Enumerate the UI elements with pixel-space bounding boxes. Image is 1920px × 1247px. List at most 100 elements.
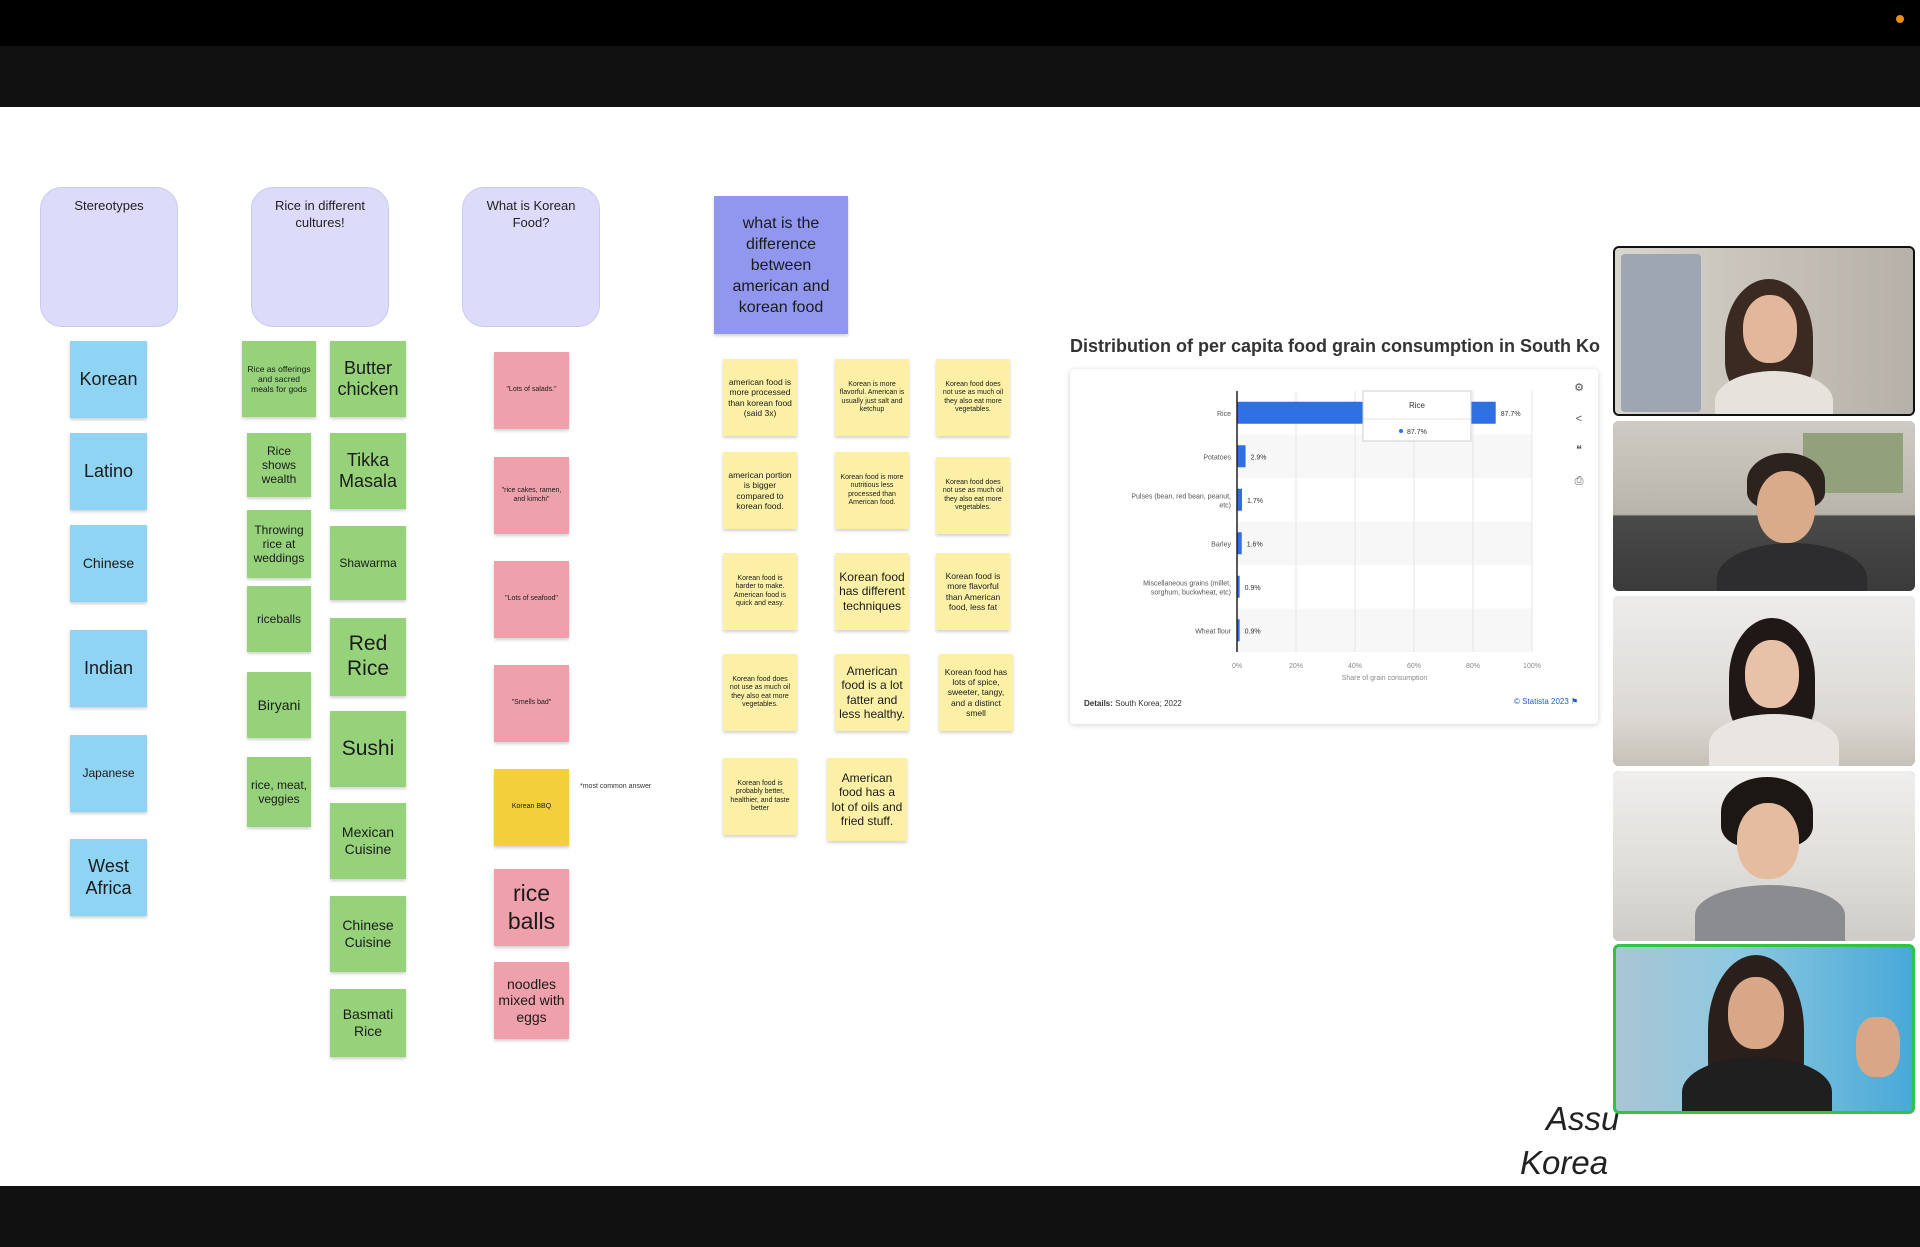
data-label: 1.6% <box>1247 541 1263 548</box>
sticky-note[interactable]: Korean food does not use as much oil the… <box>936 457 1010 534</box>
tooltip-value: 87.7% <box>1407 429 1427 436</box>
sticky-note[interactable]: Korean food does not use as much oil the… <box>936 359 1010 436</box>
chart-card: 0%20%40%60%80%100%Share of grain consump… <box>1070 369 1598 724</box>
sticky-note[interactable]: "Smells bad" <box>494 665 569 742</box>
category-label: Barley <box>1211 541 1231 548</box>
quote-icon[interactable]: ❝ <box>1576 444 1582 456</box>
sticky-note[interactable]: Chinese Cuisine <box>330 896 406 972</box>
category-label: Miscellaneous grains (millet, <box>1143 580 1231 587</box>
sticky-note[interactable]: Rice shows wealth <box>247 433 311 497</box>
sticky-note[interactable]: Korean food is more flavorful than Ameri… <box>936 553 1010 630</box>
details-value: South Korea; 2022 <box>1115 699 1182 708</box>
sticky-note[interactable]: Korean BBQ <box>494 769 569 846</box>
print-icon[interactable]: ⎙ <box>1574 475 1584 487</box>
participant-video-tile-active[interactable] <box>1613 944 1915 1114</box>
source-text: © Statista 2023 <box>1514 697 1569 706</box>
share-icon[interactable]: < <box>1575 413 1583 425</box>
toolbar-strip <box>0 46 1920 107</box>
x-tick-label: 20% <box>1289 663 1303 670</box>
sticky-note[interactable]: rice, meat, veggies <box>247 757 311 827</box>
x-tick-label: 100% <box>1523 663 1541 670</box>
data-label: 87.7% <box>1501 411 1521 418</box>
sticky-note[interactable]: Japanese <box>70 735 147 812</box>
sticky-note[interactable]: american food is more processed than kor… <box>723 359 797 436</box>
bar <box>1237 445 1246 468</box>
bottom-bar <box>0 1186 1920 1247</box>
x-axis-label: Share of grain consumption <box>1342 675 1428 682</box>
bar <box>1237 619 1240 642</box>
sticky-note[interactable]: American food has a lot of oils and frie… <box>827 758 907 841</box>
sticky-note[interactable]: riceballs <box>247 586 311 652</box>
top-bar <box>0 0 1920 46</box>
participant-video-tile[interactable] <box>1613 771 1915 941</box>
tooltip-marker <box>1399 429 1403 433</box>
frame-stereotypes[interactable]: Stereotypes <box>40 187 178 327</box>
sticky-note[interactable]: West Africa <box>70 839 147 916</box>
sticky-note[interactable]: Basmati Rice <box>330 989 406 1057</box>
participant-video-tile[interactable] <box>1613 596 1915 766</box>
slide-text-line: Assu <box>1546 1100 1620 1137</box>
sticky-note[interactable]: Throwing rice at weddings <box>247 510 311 578</box>
chart-source-link[interactable]: © Statista 2023 ⚑ <box>1514 697 1579 706</box>
data-label: 1.7% <box>1247 498 1263 505</box>
sticky-note[interactable]: American food is a lot fatter and less h… <box>835 654 909 731</box>
sticky-note[interactable]: Korean is more flavorful. American is us… <box>835 359 909 436</box>
data-label: 0.9% <box>1245 585 1261 592</box>
sticky-note[interactable]: "Lots of salads." <box>494 352 569 429</box>
frame-korean-food[interactable]: What is Korean Food? <box>462 187 600 327</box>
participant-video-tile[interactable] <box>1613 246 1915 416</box>
sticky-note[interactable]: Butter chicken <box>330 341 406 417</box>
sticky-note[interactable]: Korean food has different techniques <box>835 553 909 630</box>
bar <box>1237 575 1240 598</box>
row-band <box>1237 608 1532 652</box>
details-label: Details: <box>1084 699 1113 708</box>
sticky-note[interactable]: rice balls <box>494 869 569 946</box>
sticky-note[interactable]: Sushi <box>330 711 406 787</box>
category-label: Potatoes <box>1203 454 1231 461</box>
sticky-note[interactable]: Shawarma <box>330 526 406 600</box>
sticky-note[interactable]: Latino <box>70 433 147 510</box>
category-label: Wheat flour <box>1195 628 1231 635</box>
chart-title: Distribution of per capita food grain co… <box>1070 336 1600 356</box>
category-label: etc) <box>1219 502 1231 509</box>
sticky-note[interactable]: Korean food is harder to make. American … <box>723 553 797 630</box>
slide-text-line: Korea <box>1520 1144 1609 1181</box>
frame-label: What is Korean Food? <box>486 198 576 230</box>
sticky-note[interactable]: Korean food is more nutritious less proc… <box>835 452 909 529</box>
sticky-note[interactable]: Rice as offerings and sacred meals for g… <box>242 341 316 417</box>
category-label: Pulses (bean, red bean, peanut, <box>1131 493 1231 500</box>
sticky-note[interactable]: Biryani <box>247 672 311 738</box>
sticky-note[interactable]: Korean food is probably better, healthie… <box>723 758 797 835</box>
sticky-note[interactable]: noodles mixed with eggs <box>494 962 569 1039</box>
sticky-note[interactable]: Korean <box>70 341 147 418</box>
x-tick-label: 80% <box>1466 663 1480 670</box>
sticky-note[interactable]: Korean food does not use as much oil the… <box>723 654 797 731</box>
bar-chart: 0%20%40%60%80%100%Share of grain consump… <box>1131 390 1541 682</box>
frame-label: Stereotypes <box>74 198 144 213</box>
frame-label: Rice in different cultures! <box>274 198 366 230</box>
category-label: Rice <box>1217 411 1231 418</box>
sticky-note[interactable]: american portion is bigger compared to k… <box>723 452 797 529</box>
sticky-note[interactable]: Mexican Cuisine <box>330 803 406 879</box>
participant-video-tile[interactable] <box>1613 421 1915 591</box>
shared-whiteboard[interactable]: Stereotypes Rice in different cultures! … <box>0 107 1920 1186</box>
sticky-note[interactable]: Indian <box>70 630 147 707</box>
tooltip-box <box>1362 390 1472 442</box>
x-tick-label: 40% <box>1348 663 1362 670</box>
sticky-note[interactable]: Korean food has lots of spice, sweeter, … <box>939 654 1013 731</box>
sticky-note[interactable]: "rice cakes, ramen, and kimchi" <box>494 457 569 534</box>
tooltip-label: Rice <box>1409 401 1426 410</box>
bar <box>1237 532 1242 555</box>
sticky-note[interactable]: Red Rice <box>330 618 406 696</box>
sticky-note[interactable]: "Lots of seafood" <box>494 561 569 638</box>
gear-icon[interactable]: ⚙ <box>1574 382 1584 394</box>
data-label: 0.9% <box>1245 628 1261 635</box>
row-band <box>1237 434 1532 478</box>
question-note[interactable]: what is the difference between american … <box>714 196 848 334</box>
bar <box>1237 488 1243 511</box>
sticky-note[interactable]: Chinese <box>70 525 147 602</box>
sticky-note[interactable]: Tikka Masala <box>330 433 406 509</box>
frame-rice-cultures[interactable]: Rice in different cultures! <box>251 187 389 327</box>
category-label: sorghum, buckwheat, etc) <box>1151 589 1231 596</box>
